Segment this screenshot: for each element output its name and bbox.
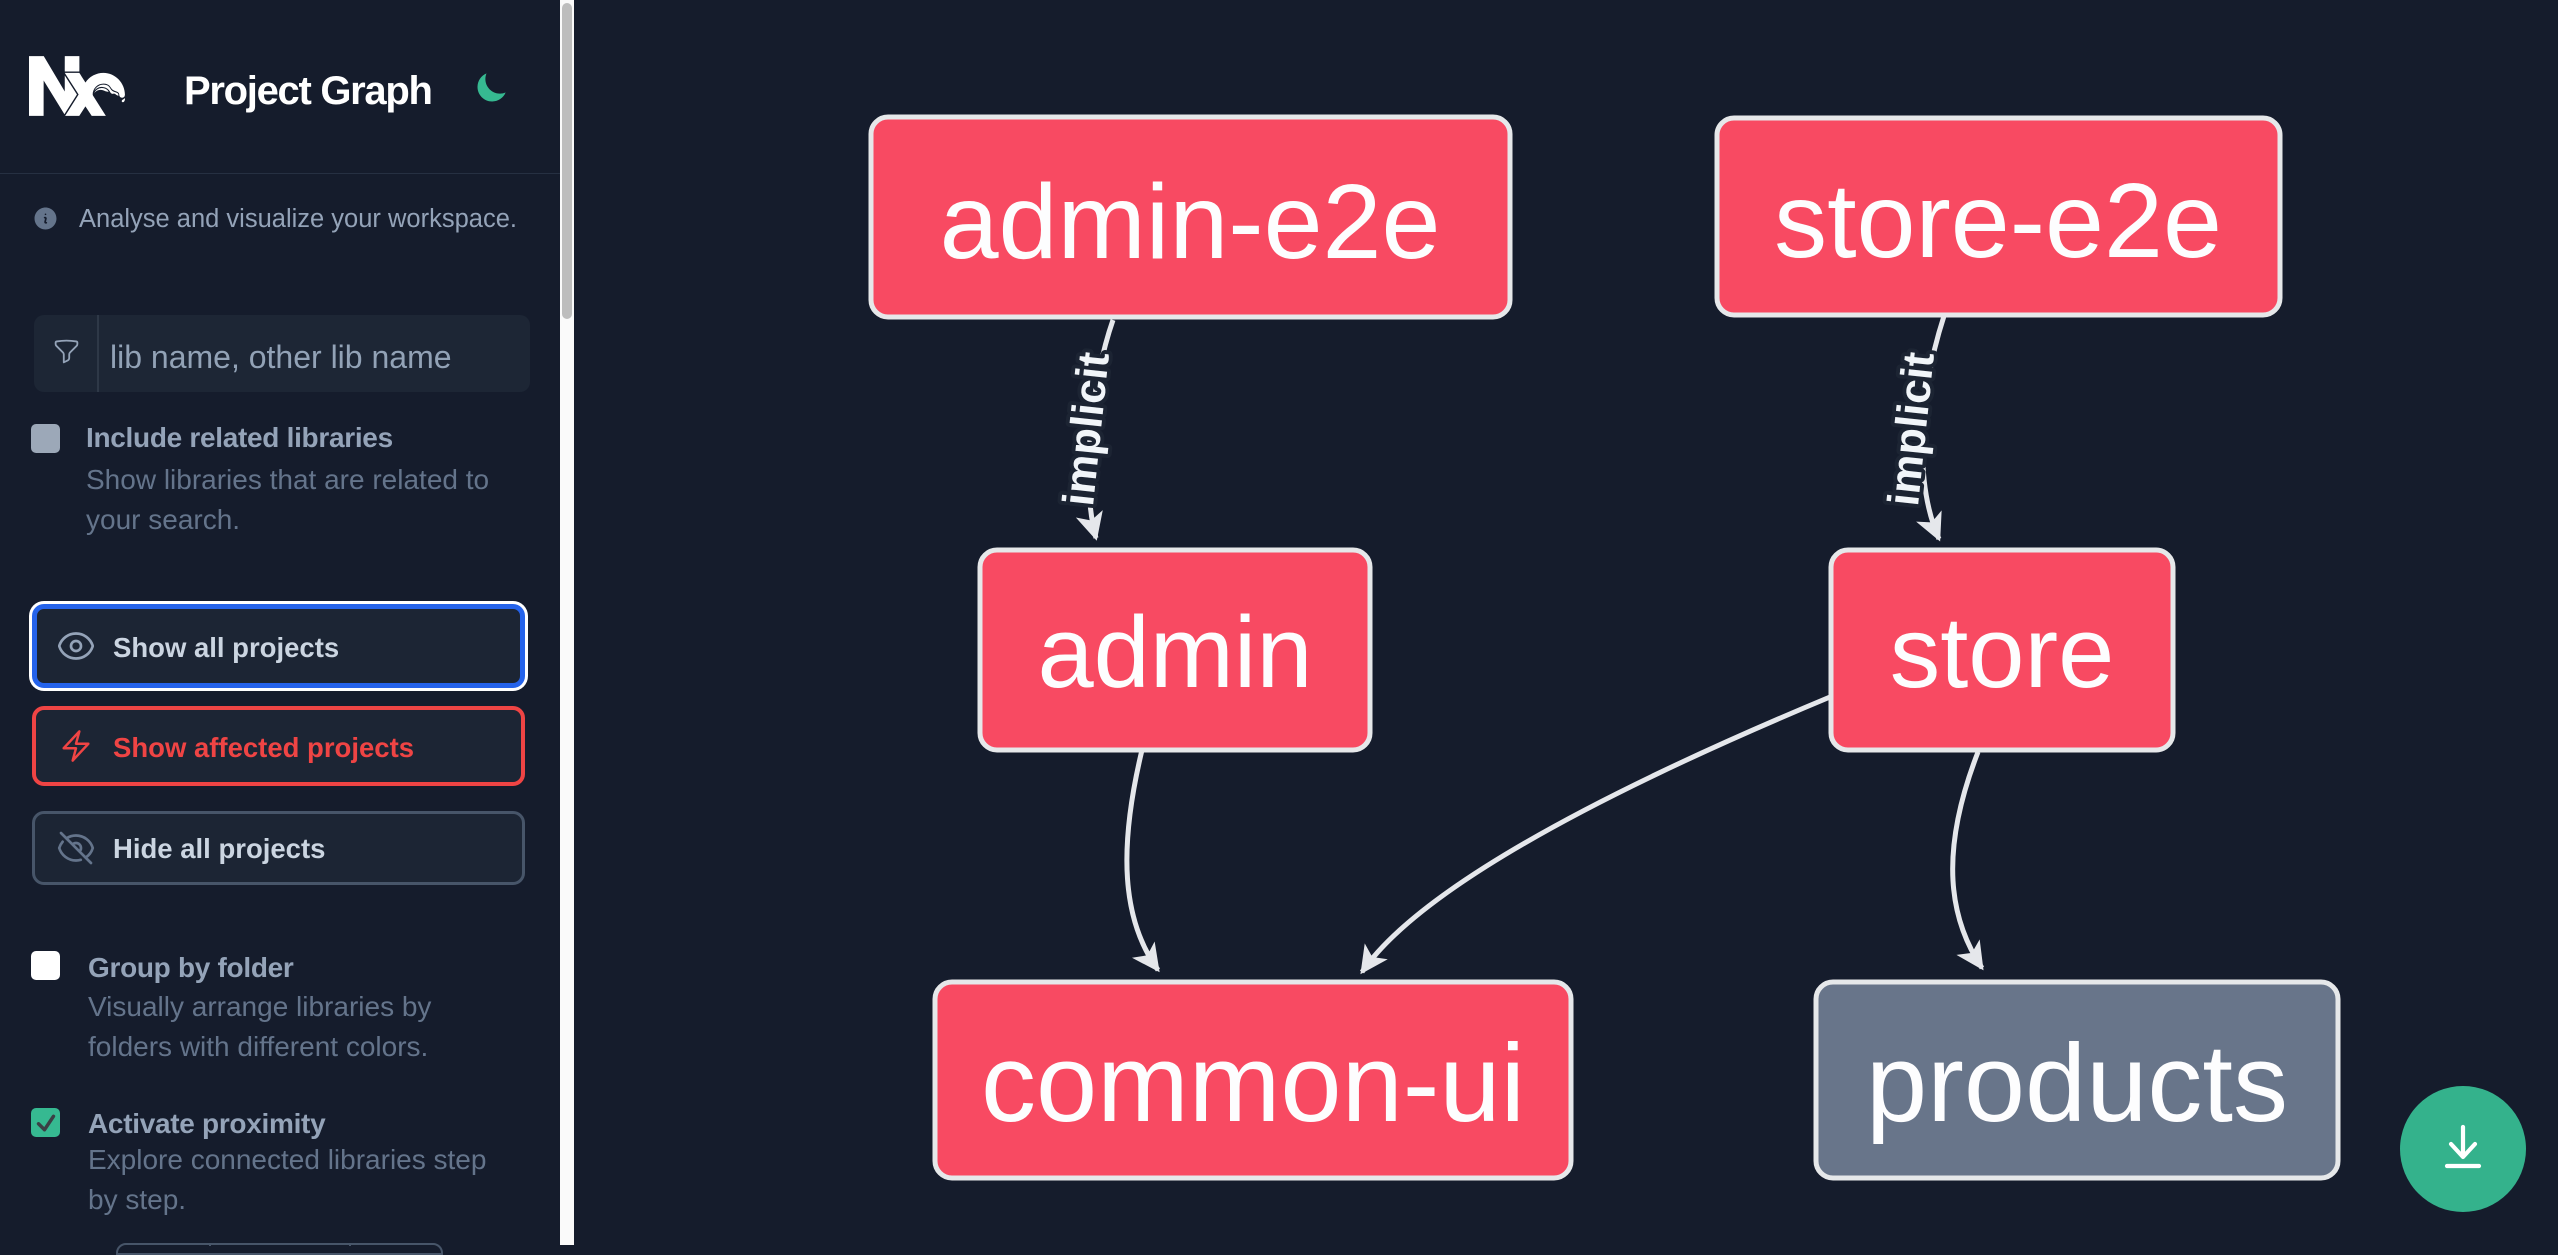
svg-text:admin-e2e: admin-e2e <box>940 163 1441 281</box>
svg-text:implicit: implicit <box>1054 350 1119 509</box>
svg-text:products: products <box>1866 1022 2288 1145</box>
svg-text:store-e2e: store-e2e <box>1774 162 2222 280</box>
svg-text:common-ui: common-ui <box>981 1022 1525 1145</box>
svg-text:store: store <box>1890 597 2115 709</box>
svg-text:implicit: implicit <box>1879 350 1944 509</box>
svg-text:admin: admin <box>1037 597 1312 709</box>
